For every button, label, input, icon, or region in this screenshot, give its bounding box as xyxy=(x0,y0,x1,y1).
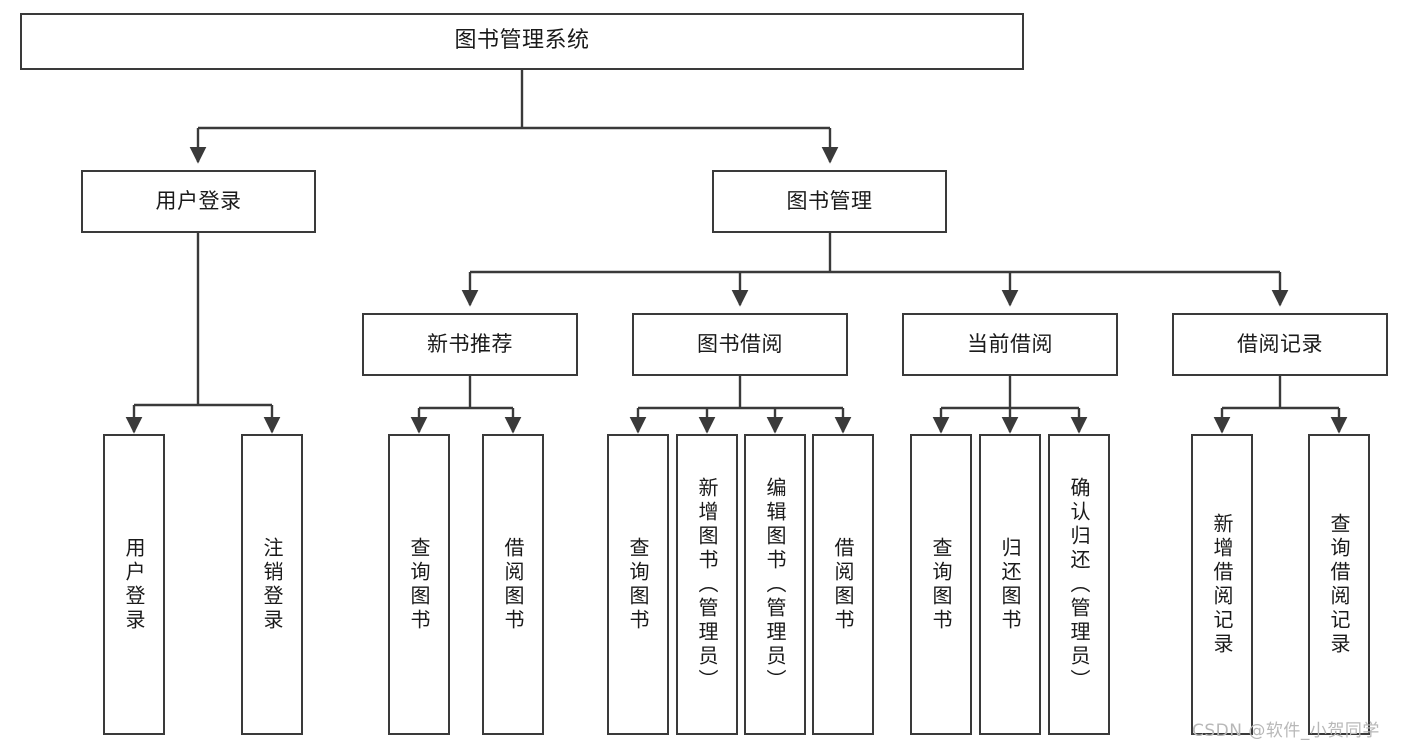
node-root-label: 图书管理系统 xyxy=(454,28,590,54)
watermark: CSDN @软件_小贺同学 xyxy=(1192,721,1380,741)
leaf-logout-login-label: 注销登录 xyxy=(260,536,284,633)
node-current-borrow[interactable]: 当前借阅 xyxy=(902,313,1118,376)
leaf-add-record-label: 新增借阅记录 xyxy=(1210,512,1234,657)
leaf-query-book-1[interactable]: 查询图书 xyxy=(388,434,450,735)
leaf-query-record-label: 查询借阅记录 xyxy=(1327,512,1351,657)
leaf-query-record[interactable]: 查询借阅记录 xyxy=(1308,434,1370,735)
leaf-query-book-2-label: 查询图书 xyxy=(626,536,650,633)
node-new-book-recommend-label: 新书推荐 xyxy=(427,331,513,356)
leaf-user-login-label: 用户登录 xyxy=(122,536,146,633)
leaf-borrow-book-1[interactable]: 借阅图书 xyxy=(482,434,544,735)
leaf-user-login[interactable]: 用户登录 xyxy=(103,434,165,735)
node-user-login-label: 用户登录 xyxy=(155,188,242,213)
leaf-query-book-3-label: 查询图书 xyxy=(929,536,953,633)
leaf-confirm-return[interactable]: 确认归还（管理员） xyxy=(1048,434,1110,735)
leaf-return-book-label: 归还图书 xyxy=(998,536,1022,633)
leaf-confirm-return-label: 确认归还（管理员） xyxy=(1067,476,1091,693)
leaf-query-book-2[interactable]: 查询图书 xyxy=(607,434,669,735)
leaf-logout-login[interactable]: 注销登录 xyxy=(241,434,303,735)
node-user-login[interactable]: 用户登录 xyxy=(81,170,316,233)
leaf-edit-book[interactable]: 编辑图书（管理员） xyxy=(744,434,806,735)
leaf-query-book-3[interactable]: 查询图书 xyxy=(910,434,972,735)
leaf-add-book[interactable]: 新增图书（管理员） xyxy=(676,434,738,735)
node-book-borrow[interactable]: 图书借阅 xyxy=(632,313,848,376)
node-current-borrow-label: 当前借阅 xyxy=(967,331,1053,356)
node-book-management[interactable]: 图书管理 xyxy=(712,170,947,233)
leaf-add-record[interactable]: 新增借阅记录 xyxy=(1191,434,1253,735)
leaf-add-book-label: 新增图书（管理员） xyxy=(695,476,719,693)
leaf-borrow-book-2[interactable]: 借阅图书 xyxy=(812,434,874,735)
leaf-query-book-1-label: 查询图书 xyxy=(407,536,431,633)
leaf-borrow-book-2-label: 借阅图书 xyxy=(831,536,855,633)
node-root[interactable]: 图书管理系统 xyxy=(20,13,1024,70)
node-book-borrow-label: 图书借阅 xyxy=(697,331,783,356)
leaf-edit-book-label: 编辑图书（管理员） xyxy=(763,476,787,693)
node-borrow-record[interactable]: 借阅记录 xyxy=(1172,313,1388,376)
node-new-book-recommend[interactable]: 新书推荐 xyxy=(362,313,578,376)
node-book-management-label: 图书管理 xyxy=(786,188,873,213)
node-borrow-record-label: 借阅记录 xyxy=(1237,331,1323,356)
leaf-borrow-book-1-label: 借阅图书 xyxy=(501,536,525,633)
leaf-return-book[interactable]: 归还图书 xyxy=(979,434,1041,735)
